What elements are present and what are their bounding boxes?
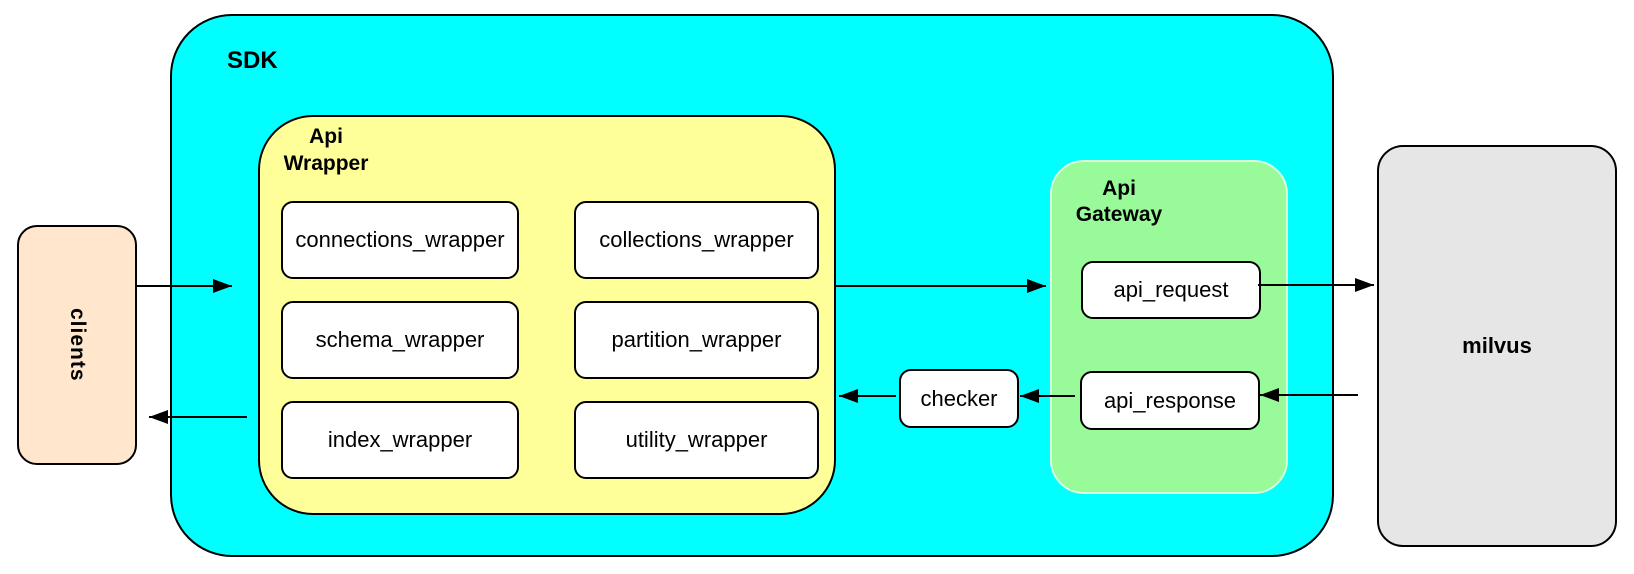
milvus-label: milvus [1462, 333, 1532, 358]
node-api-request: api_request [1081, 261, 1261, 319]
node-milvus: milvus [1377, 145, 1617, 547]
node-checker: checker [899, 369, 1019, 428]
container-api-wrapper: Api Wrapper connections_wrapper collecti… [258, 115, 836, 515]
checker-label: checker [920, 385, 998, 411]
api-gateway-label: Api Gateway [1075, 177, 1163, 226]
node-utility-wrapper: utility_wrapper [574, 401, 819, 479]
container-sdk: SDK Api Wrapper connections_wrapper coll… [170, 14, 1334, 557]
utility-wrapper-label: utility_wrapper [625, 427, 768, 452]
api-request-label: api_request [1113, 277, 1229, 302]
container-api-gateway: Api Gateway api_request api_response [1050, 160, 1288, 494]
node-schema-wrapper: schema_wrapper [281, 301, 519, 379]
node-partition-wrapper: partition_wrapper [574, 301, 819, 379]
index-wrapper-label: index_wrapper [327, 427, 473, 452]
schema-wrapper-label: schema_wrapper [315, 327, 485, 352]
api-response-label: api_response [1103, 387, 1237, 413]
partition-wrapper-label: partition_wrapper [611, 327, 782, 352]
clients-label: clients [66, 308, 89, 382]
node-clients: clients [17, 225, 137, 465]
node-connections-wrapper: connections_wrapper [281, 201, 519, 279]
node-api-response: api_response [1080, 371, 1260, 430]
node-collections-wrapper: collections_wrapper [574, 201, 819, 279]
connections-wrapper-label: connections_wrapper [295, 227, 505, 252]
sdk-label: SDK [227, 47, 278, 74]
api-wrapper-label: Api Wrapper [283, 125, 369, 175]
collections-wrapper-label: collections_wrapper [599, 227, 794, 252]
node-index-wrapper: index_wrapper [281, 401, 519, 479]
